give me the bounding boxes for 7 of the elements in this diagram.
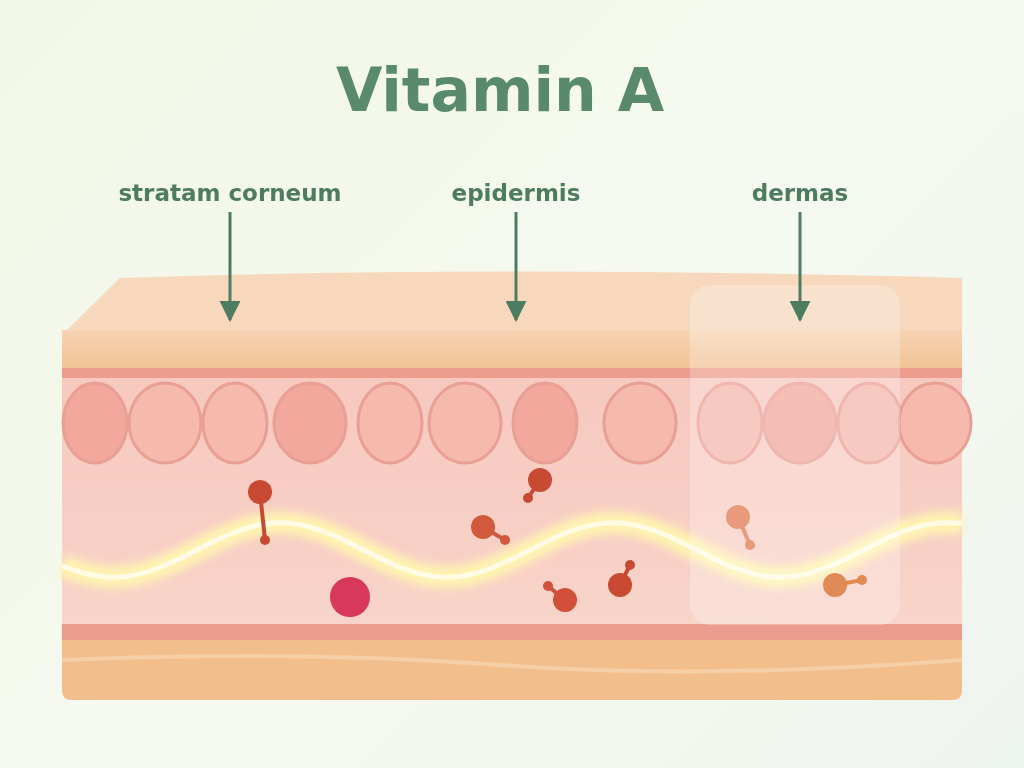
- layer-label: dermas: [751, 180, 849, 206]
- leader-arrow: [789, 212, 811, 323]
- title: Vitamin A: [334, 55, 666, 125]
- leader-arrow: [505, 212, 527, 323]
- layer-label: epidermis: [451, 180, 581, 206]
- layer-label: stratam corneum: [118, 180, 342, 206]
- leader-arrow: [219, 212, 241, 323]
